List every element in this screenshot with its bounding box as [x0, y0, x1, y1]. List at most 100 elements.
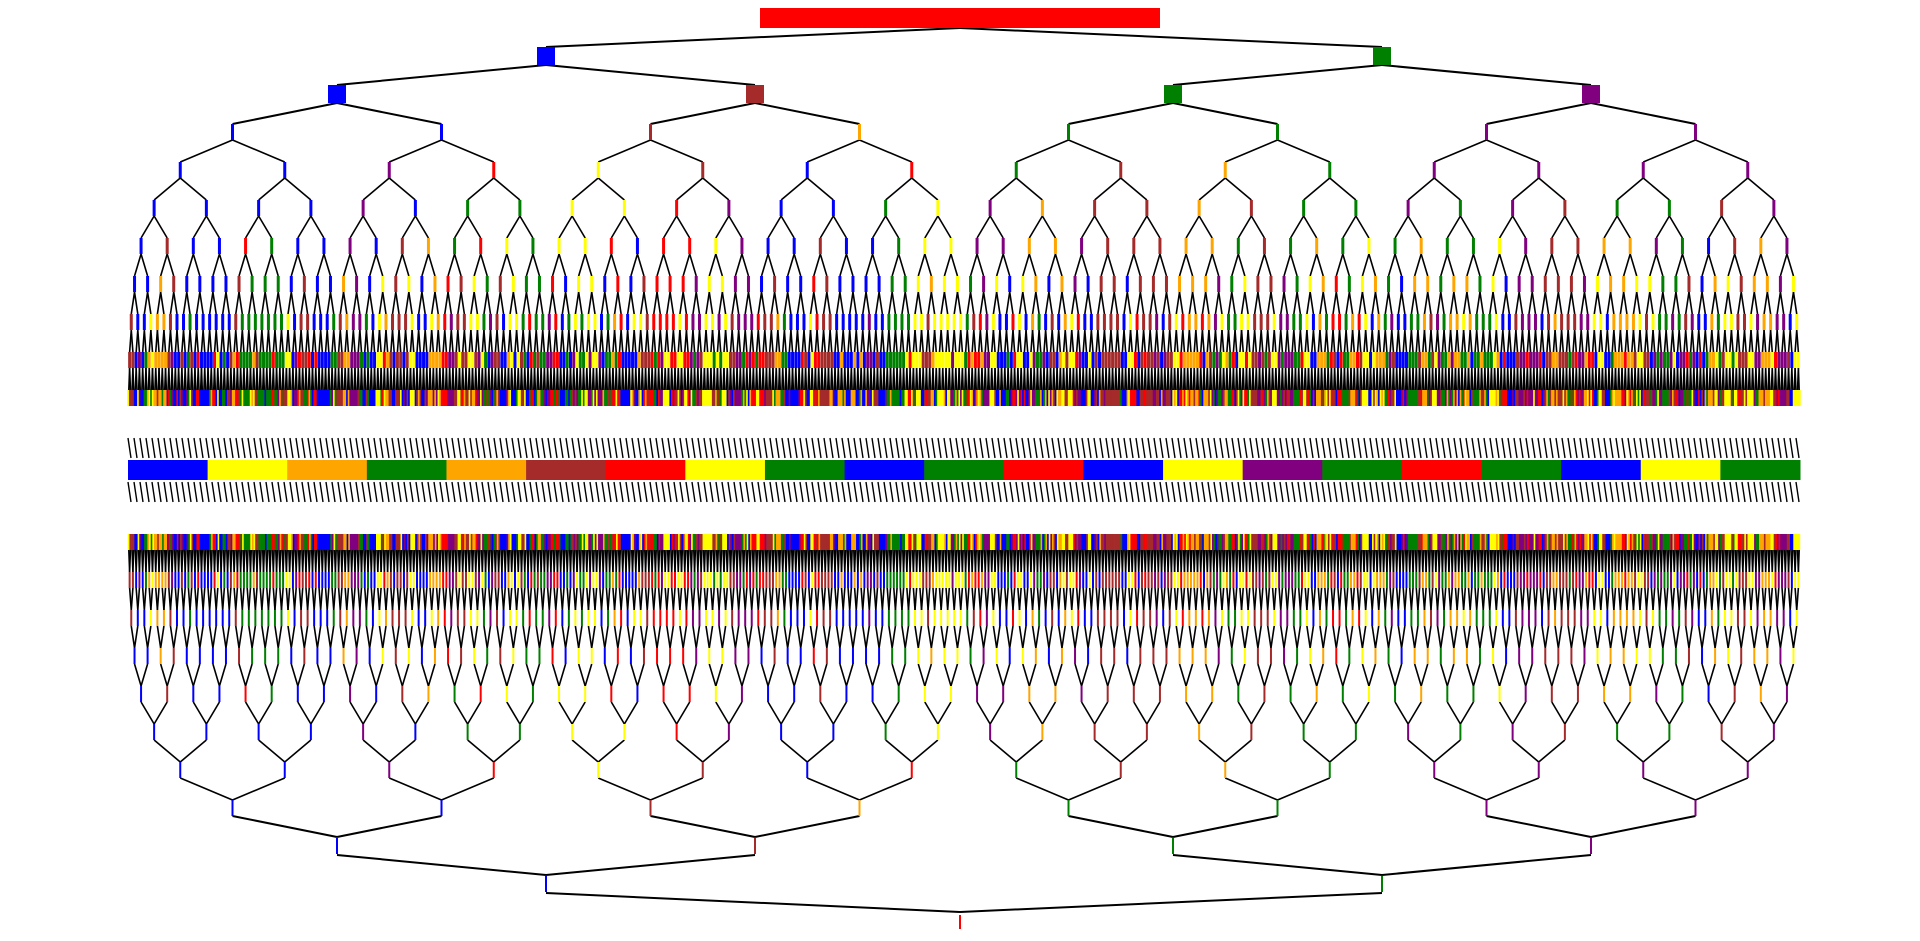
edge-bottom: [1747, 739, 1775, 763]
tree-node-bottom: [353, 534, 356, 550]
edge-top: [221, 329, 226, 353]
edge-bottom: [1129, 587, 1133, 611]
tree-node-top: [226, 390, 230, 406]
edge-top: [1068, 139, 1122, 163]
edge-top: [313, 291, 319, 315]
edge-bottom: [362, 739, 390, 763]
edge-top: [430, 329, 435, 353]
edge-top: [1590, 102, 1696, 125]
edge-top: [1049, 367, 1053, 391]
edge-top: [888, 329, 892, 353]
edge-top: [749, 367, 752, 391]
edge-top: [677, 367, 680, 391]
edge-top: [1234, 329, 1238, 353]
edge-top: [1090, 329, 1094, 353]
tree-node-bottom: [131, 572, 134, 588]
edge-top: [1611, 367, 1614, 391]
edge-top: [1157, 367, 1160, 391]
tree-node-top: [369, 352, 373, 368]
tree-node-top: [136, 314, 140, 330]
edge-bottom: [1446, 701, 1462, 725]
tree-node-bottom: [447, 534, 450, 550]
tree-node-top: [319, 390, 323, 406]
edge-bottom: [1469, 587, 1473, 611]
tree-node-top: [312, 314, 316, 330]
tree-node-bottom: [255, 572, 258, 588]
edge-top: [863, 367, 867, 391]
edge-bottom: [1098, 549, 1102, 573]
edge-top: [1591, 367, 1595, 391]
edge-bottom: [1658, 625, 1664, 649]
edge-top: [940, 291, 946, 315]
edge-top: [1680, 367, 1683, 391]
edge-bottom: [558, 701, 573, 725]
tree-node-bottom: [451, 572, 454, 588]
edge-bottom: [992, 587, 996, 611]
edge-top: [329, 291, 335, 315]
edge-bottom: [1487, 549, 1490, 573]
edge-top: [1312, 329, 1316, 353]
tree-node-bottom: [273, 610, 276, 626]
tree-node-top: [324, 352, 328, 368]
edge-bottom: [1768, 549, 1771, 573]
edge-bottom: [1315, 663, 1324, 687]
edge-top: [610, 215, 626, 239]
tree-node-bottom: [264, 534, 267, 550]
edge-top: [990, 367, 994, 391]
edge-bottom: [1309, 625, 1315, 649]
tree-node-top: [253, 314, 257, 330]
edge-bottom: [1155, 587, 1160, 611]
edge-bottom: [742, 549, 746, 573]
tree-node-bottom: [139, 534, 142, 550]
tree-node-top: [194, 390, 198, 406]
tree-node-bottom: [434, 534, 437, 550]
edge-top: [1539, 367, 1542, 391]
edge-bottom: [1635, 625, 1641, 649]
edge-top: [401, 215, 417, 239]
edge-bottom: [217, 549, 220, 573]
edge-top: [1373, 367, 1376, 391]
edge-bottom: [1018, 625, 1024, 649]
edge-top: [1162, 291, 1168, 315]
tree-node-top: [293, 390, 297, 406]
edge-bottom: [468, 549, 471, 573]
tree-node-top: [281, 352, 285, 368]
edge-top: [1291, 367, 1294, 391]
edge-bottom: [429, 549, 432, 573]
edge-top: [693, 367, 697, 391]
edge-top: [1629, 253, 1638, 277]
tree-node-top: [485, 276, 489, 292]
edge-top: [143, 291, 149, 315]
tree-node-bottom: [429, 572, 432, 588]
edge-bottom: [426, 549, 429, 573]
edge-bottom: [791, 549, 795, 573]
tree-node-top: [161, 390, 165, 406]
tree-node-bottom: [282, 534, 285, 550]
tree-node-bottom: [389, 534, 392, 550]
tree-node-bottom: [167, 534, 170, 550]
edge-top: [584, 253, 593, 277]
edge-bottom: [1637, 549, 1640, 573]
edge-bottom: [1186, 549, 1190, 573]
edge-bottom: [1604, 549, 1608, 573]
edge-top: [1420, 253, 1429, 277]
edge-top: [527, 367, 530, 391]
edge-bottom: [1366, 549, 1369, 573]
edge-bottom: [1041, 701, 1057, 725]
edge-top: [1724, 291, 1729, 315]
edge-bottom: [708, 663, 717, 687]
edge-top: [1315, 253, 1324, 277]
edge-top: [434, 291, 440, 315]
edge-bottom: [537, 549, 540, 573]
edge-top: [1366, 367, 1369, 391]
edge-bottom: [726, 549, 729, 573]
edge-bottom: [1283, 625, 1289, 649]
edge-bottom: [1666, 549, 1670, 573]
edge-bottom: [1769, 587, 1774, 611]
edge-bottom: [1319, 625, 1325, 649]
edge-bottom: [1570, 663, 1579, 687]
edge-bottom: [799, 625, 805, 649]
tree-node-bottom: [355, 648, 358, 664]
tree-node-bottom: [398, 610, 401, 626]
edge-bottom: [1115, 549, 1118, 573]
